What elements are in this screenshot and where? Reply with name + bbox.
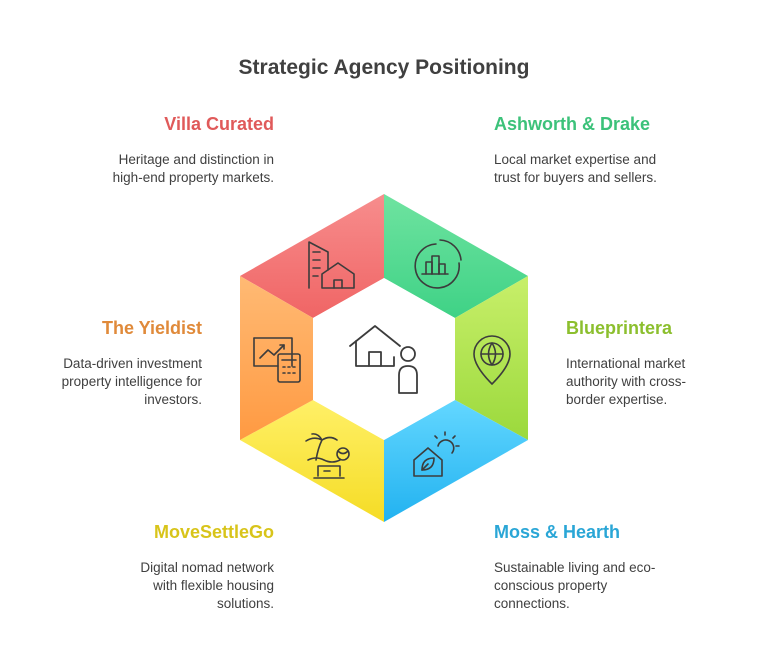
diagram-title: Strategic Agency Positioning [238,56,530,79]
house-person-icon [349,325,418,394]
palm-laptop-icon [305,433,350,479]
buildings-chart-icon [414,239,462,289]
agency-label-the-yieldist: The Yieldist [101,318,202,338]
agency-label-moss-hearth: Moss & Hearth [494,522,621,542]
agency-desc-villa-curated: Heritage and distinction in high-end pro… [112,152,274,185]
agency-label-movesettlego: MoveSettleGo [153,522,274,542]
agency-desc-blueprintera: International market authority with cros… [566,356,687,407]
segment-the-yieldist [240,276,313,440]
agency-desc-moss-hearth: Sustainable living and eco-conscious pro… [494,560,656,611]
segment-ashworth-drake [384,194,528,318]
buildings-house-icon [308,241,355,289]
agency-label-villa-curated: Villa Curated [164,114,274,134]
agency-desc-the-yieldist: Data-driven investment property intellig… [61,356,202,407]
segment-blueprintera [455,276,528,440]
agency-desc-movesettlego: Digital nomad network with flexible hous… [140,560,274,611]
agency-label-blueprintera: Blueprintera [566,318,673,338]
eco-house-sun-icon [413,431,460,477]
agency-label-ashworth-drake: Ashworth & Drake [494,114,651,134]
chart-calculator-icon [253,337,301,383]
agency-desc-ashworth-drake: Local market expertise and trust for buy… [494,152,657,185]
segment-movesettlego [240,400,384,522]
center-hexagon [313,278,455,440]
globe-pin-icon [473,335,511,385]
segment-moss-hearth [384,400,528,522]
segment-villa-curated [240,194,384,318]
